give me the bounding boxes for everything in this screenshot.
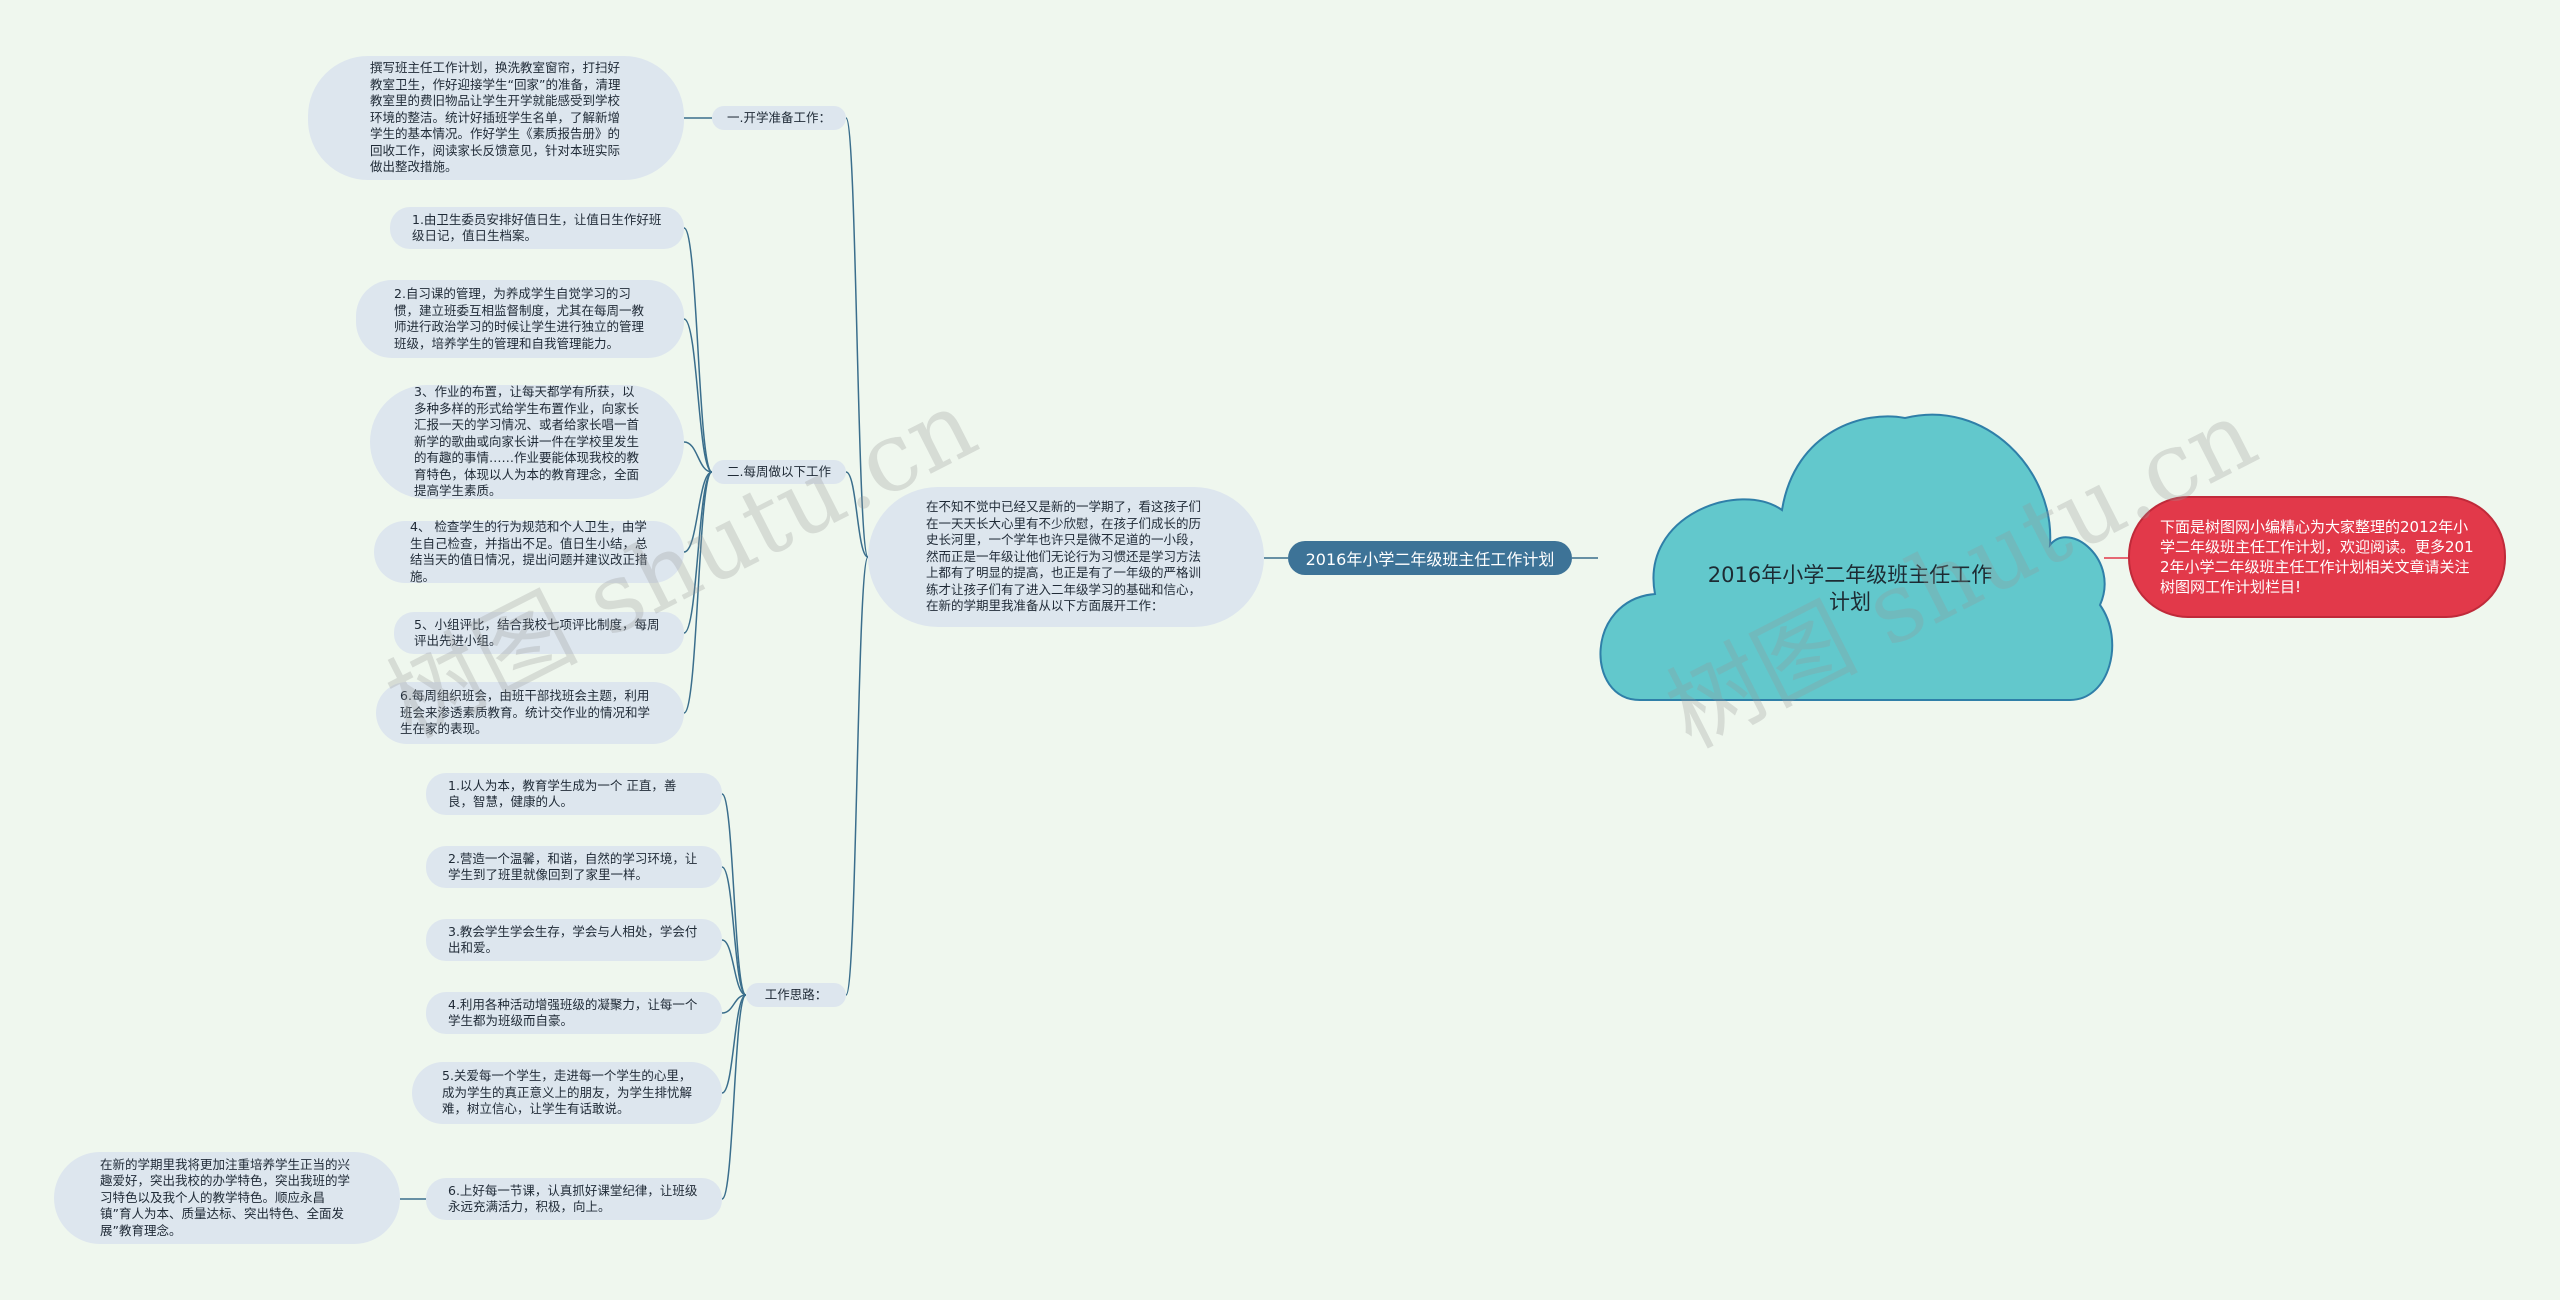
edge-ideas-item-6 [721,994,747,1200]
edge-intro-ideas [845,556,869,996]
edge-ideas-item-3 [721,939,747,996]
branch-prep-label[interactable]: 一.开学准备工作： [712,106,846,130]
ideas-item-3[interactable]: 3.教会学生学会生存，学会与人相处，学会付出和爱。 [426,919,722,961]
edge-weekly-item-4 [683,471,713,553]
ideas-item-6[interactable]: 6.上好每一节课，认真抓好课堂纪律，让班级永远充满活力，积极，向上。 [426,1178,722,1220]
ideas-subnote-node[interactable]: 在新的学期里我将更加注重培养学生正当的兴趣爱好，突出我校的办学特色，突出我班的学… [54,1152,400,1244]
branch-ideas-label[interactable]: 工作思路： [746,983,846,1007]
edge-weekly-item-2 [683,318,713,473]
intro-node[interactable]: 在不知不觉中已经又是新的一学期了，看这孩子们在一天天长大心里有不少欣慰，在孩子们… [868,487,1264,627]
weekly-item-6[interactable]: 6.每周组织班会，由班干部找班会主题，利用班会来渗透素质教育。统计交作业的情况和… [376,682,684,744]
weekly-item-2[interactable]: 2.自习课的管理，为养成学生自觉学习的习惯，建立班委互相监督制度，尤其在每周一教… [356,280,684,358]
weekly-item-5[interactable]: 5、小组评比，结合我校七项评比制度，每周评出先进小组。 [394,612,684,654]
edge-weekly-item-3 [683,441,713,473]
weekly-item-1[interactable]: 1.由卫生委员安排好值日生，让值日生作好班级日记，值日生档案。 [390,207,684,249]
main-topic-node[interactable]: 2016年小学二年级班主任工作计划 [1288,541,1572,575]
edge-intro-weekly [845,471,869,558]
ideas-item-2[interactable]: 2.营造一个温馨，和谐，自然的学习环境，让学生到了班里就像回到了家里一样。 [426,846,722,888]
edge-ideas-item-4 [721,994,747,1014]
ideas-item-1[interactable]: 1.以人为本，教育学生成为一个 正直，善良，智慧，健康的人。 [426,773,722,815]
edge-ideas-item-1 [721,793,747,996]
edge-ideas-item-2 [721,866,747,996]
edge-weekly-item-5 [683,471,713,634]
edge-weekly-item-6 [683,471,713,714]
summary-note-node[interactable]: 下面是树图网小编精心为大家整理的2012年小学二年级班主任工作计划，欢迎阅读。更… [2128,496,2506,618]
weekly-item-4[interactable]: 4、 检查学生的行为规范和个人卫生，由学生自己检查，并指出不足。值日生小结，总结… [374,519,684,584]
edge-weekly-item-1 [683,227,713,473]
central-topic-title[interactable]: 2016年小学二年级班主任工作计划 [1707,563,1993,614]
prep-detail-node[interactable]: 撰写班主任工作计划，换洗教室窗帘，打扫好教室卫生，作好迎接学生“回家”的准备，清… [308,56,684,180]
central-cloud-shape [1599,413,2114,701]
branch-weekly-label[interactable]: 二.每周做以下工作 [712,460,846,484]
ideas-item-5[interactable]: 5.关爱每一个学生，走进每一个学生的心里，成为学生的真正意义上的朋友，为学生排忧… [412,1062,722,1124]
edge-ideas-item-5 [721,994,747,1094]
edge-intro-prep [845,117,869,558]
weekly-item-3[interactable]: 3、作业的布置，让每天都学有所获，以多种多样的形式给学生布置作业，向家长汇报一天… [370,384,684,499]
ideas-item-4[interactable]: 4.利用各种活动增强班级的凝聚力，让每一个学生都为班级而自豪。 [426,992,722,1034]
